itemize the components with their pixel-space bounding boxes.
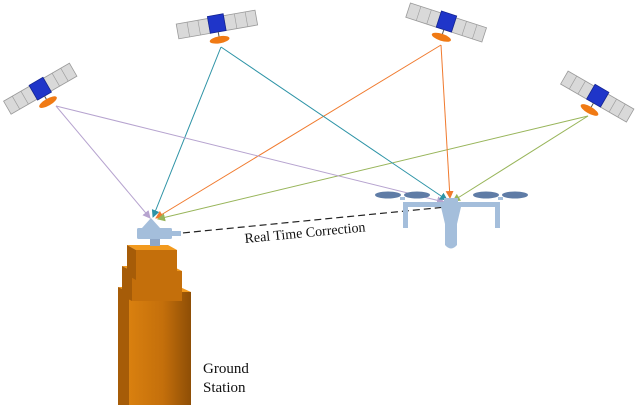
antenna-icon xyxy=(137,218,181,246)
tower-icon xyxy=(118,245,191,405)
signal-lines-to-drone xyxy=(55,44,589,205)
rotor-icon xyxy=(375,191,401,199)
signal-sat2-to-station xyxy=(151,46,222,218)
satellite-icon xyxy=(560,70,635,123)
rotor-icon xyxy=(502,191,528,199)
rotor-icon xyxy=(404,191,430,199)
signal-sat1-to-station xyxy=(55,105,151,219)
satellite-icon xyxy=(3,62,78,115)
station-label: Station xyxy=(203,380,246,396)
signal-sat2-to-drone xyxy=(220,46,448,201)
correction-link xyxy=(171,206,447,235)
correction-label: Real Time Correction xyxy=(244,220,366,247)
signal-sat4-to-drone xyxy=(452,115,589,202)
satellite-icon xyxy=(175,9,259,44)
drone-icon xyxy=(375,191,528,249)
signal-sat3-to-station xyxy=(155,44,442,219)
rotor-icon xyxy=(473,191,499,199)
signal-sat4-to-station xyxy=(157,115,589,222)
signal-sat3-to-drone xyxy=(440,44,454,199)
satellite-icon xyxy=(405,2,488,43)
signal-sat1-to-drone xyxy=(55,105,445,205)
station-label: Ground xyxy=(203,361,249,377)
signal-lines-to-station xyxy=(55,44,589,222)
